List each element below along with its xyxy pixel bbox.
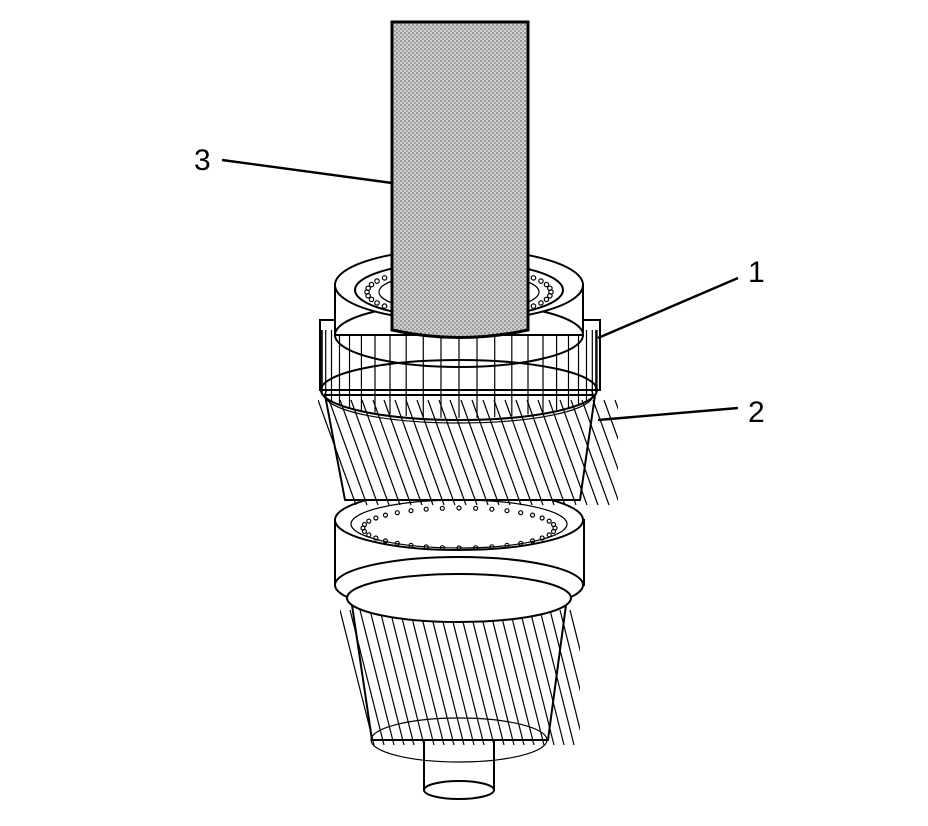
- callout-labels: 3 1 2: [194, 144, 765, 429]
- press-tool-shaft: [390, 20, 530, 339]
- leader-line-3: [221, 158, 393, 185]
- leader-line-2: [597, 406, 739, 422]
- callout-3: 3: [194, 144, 211, 177]
- leader-line-1: [597, 276, 739, 340]
- lower-helical-gear: [340, 604, 580, 763]
- shaft-stub: [423, 739, 495, 800]
- helical-gear: [318, 366, 618, 506]
- leader-lines: [221, 158, 739, 422]
- callout-1: 1: [748, 256, 765, 289]
- callout-2: 2: [748, 396, 765, 429]
- lower-synchronizer: [334, 489, 585, 623]
